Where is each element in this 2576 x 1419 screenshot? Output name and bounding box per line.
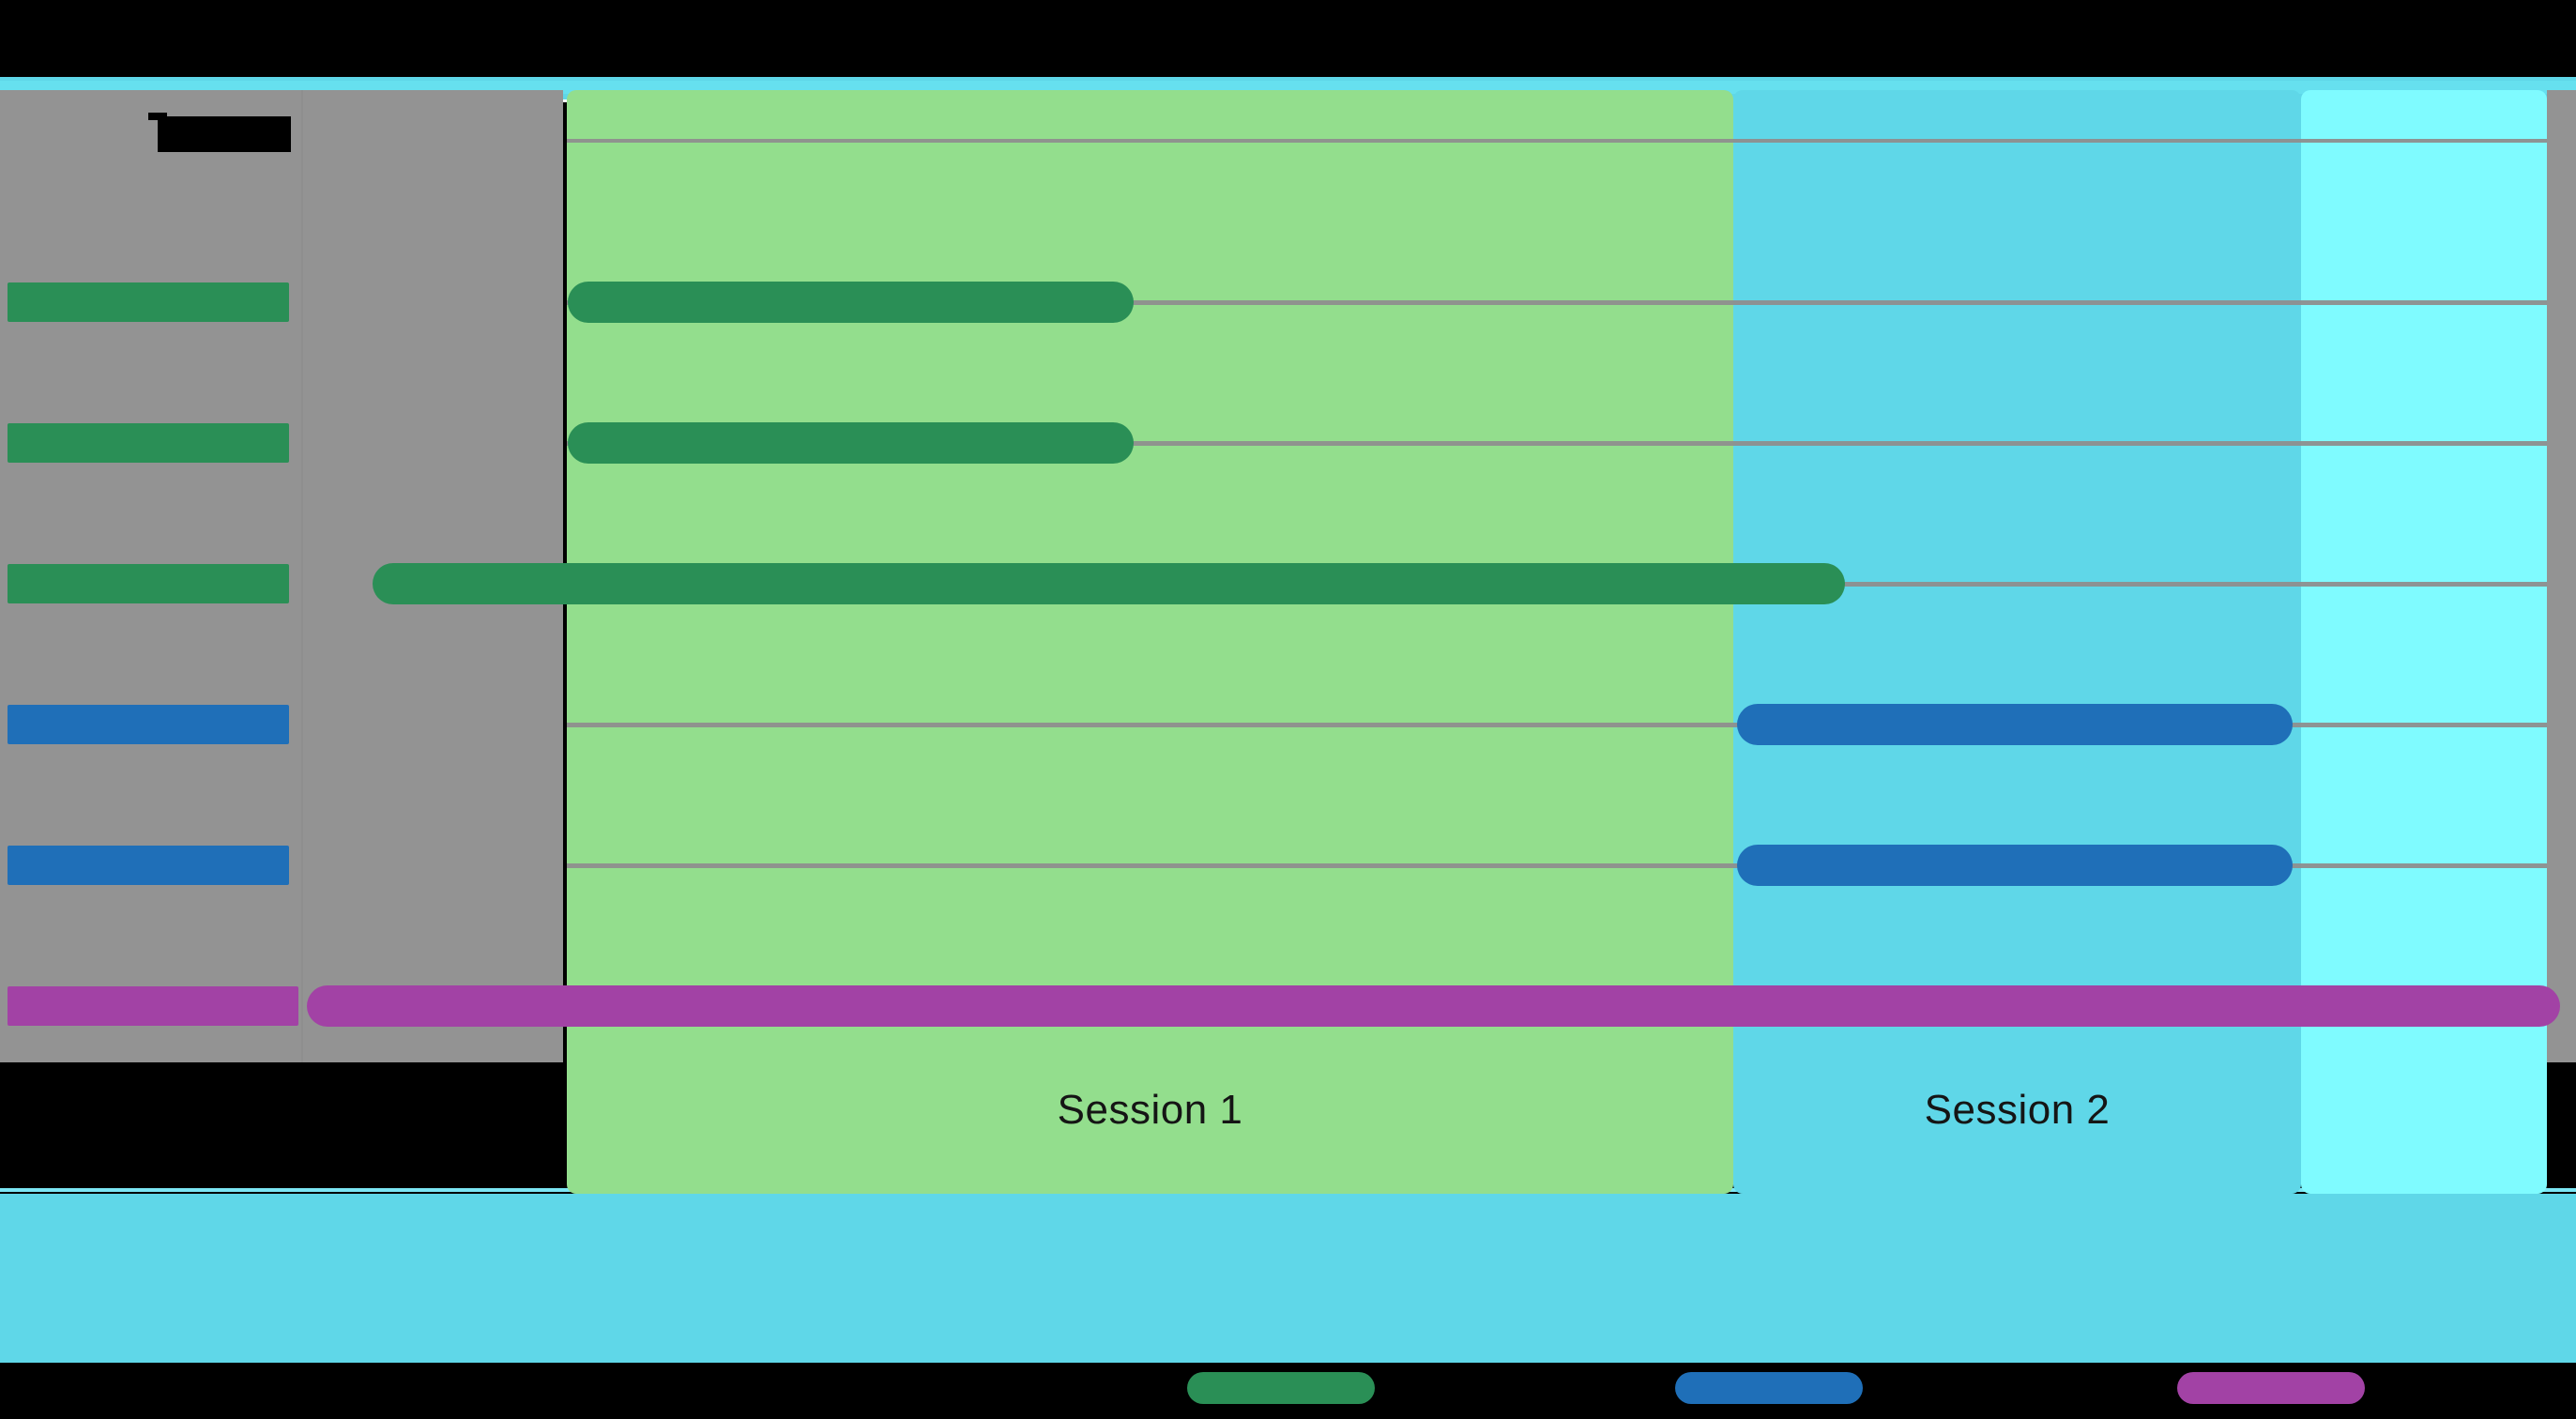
right-gutter <box>2547 90 2576 1062</box>
session-band-1: Session 1 <box>567 90 1733 1194</box>
task-bar[interactable] <box>1737 704 2293 745</box>
row-label-text: DataSci A2 <box>8 423 289 463</box>
task-bar[interactable] <box>568 422 1134 464</box>
chart-title-redacted-bar <box>148 113 167 120</box>
gridline-row-3 <box>567 723 2547 727</box>
row-label-text: DataSci C1 <box>8 986 298 1026</box>
row-label-text: DataSci B2 <box>8 846 289 885</box>
row-label-6: DataSci C1 <box>8 986 298 1026</box>
legend-swatch-2[interactable] <box>1675 1372 1863 1404</box>
gridline-row-0 <box>567 300 2547 305</box>
row-label-5: DataSci B2 <box>8 846 289 885</box>
task-bar[interactable] <box>373 563 1845 604</box>
task-bar[interactable] <box>568 282 1134 323</box>
session-band-label: Session 2 <box>1924 1087 2111 1133</box>
session-band-2: Session 2 <box>1733 90 2301 1194</box>
session-band-3 <box>2301 90 2547 1194</box>
row-label-1: DataSci A1 <box>8 282 289 322</box>
footer-band <box>0 1188 2576 1363</box>
legend-swatch-1[interactable] <box>1187 1372 1375 1404</box>
gridline-row-4 <box>567 863 2547 868</box>
chart-title-redacted <box>158 116 291 152</box>
row-label-2: DataSci A2 <box>8 423 289 463</box>
chart-legend <box>0 1363 2576 1419</box>
row-label-text: DataSci A1 <box>8 282 289 322</box>
legend-swatch-3[interactable] <box>2177 1372 2365 1404</box>
row-label-4: DataSci B1 <box>8 705 289 744</box>
gridline-header <box>567 139 2547 143</box>
row-label-3: DataSci A3 <box>8 564 289 603</box>
label-pane-divider <box>301 90 303 1062</box>
task-bar[interactable] <box>307 985 2560 1027</box>
session-band-label: Session 1 <box>1057 1087 1243 1133</box>
row-label-text: DataSci A3 <box>8 564 289 603</box>
row-label-text: DataSci B1 <box>8 705 289 744</box>
gridline-row-1 <box>567 441 2547 446</box>
task-bar[interactable] <box>1737 845 2293 886</box>
